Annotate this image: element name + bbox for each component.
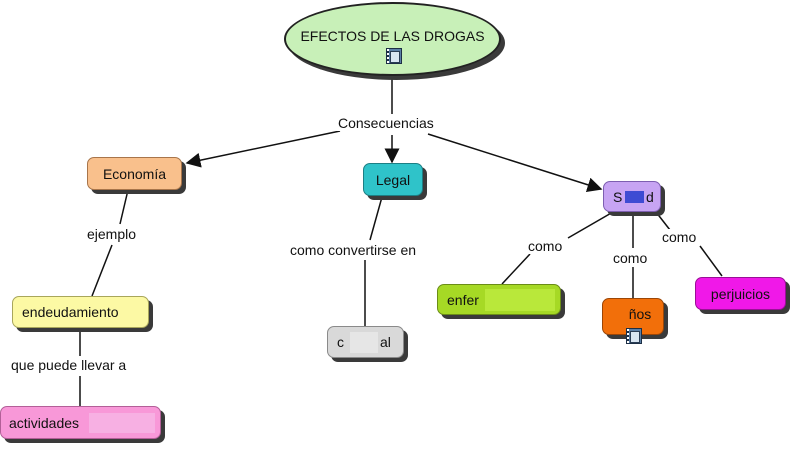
link-label-como-3: como [659,229,700,245]
arrow-to-salud [427,133,603,193]
arrow-to-economia [185,130,341,168]
node-danos[interactable]: ños [602,298,664,344]
link-label-consecuencias: Consecuencias [335,115,437,131]
line-como1-enfermedades [501,253,531,285]
link-label-que-puede-llevar-a: que puede llevar a [8,357,130,373]
node-legal[interactable]: Legal [363,163,423,196]
node-ilegal-label-end: al [380,334,391,350]
node-salud-label-start: S [613,188,623,205]
link-label-ejemplo: ejemplo [84,226,140,242]
node-danos-label: ños [628,305,652,322]
node-economia[interactable]: Economía [87,157,182,190]
node-perjuicios[interactable]: perjuicios [695,277,786,310]
node-enfermedades-label: enfer [447,291,479,308]
node-legal-label: Legal [375,171,411,188]
link-label-como-1: como [525,238,566,254]
line-legal-label [369,196,383,241]
obscured-text-block [89,413,155,433]
node-ilegal-label-start: c [337,334,344,350]
obscured-text-block [350,332,378,353]
line-salud-como1 [567,211,614,239]
root-concept[interactable]: EFECTOS DE LAS DROGAS [284,2,501,76]
film-clip-icon[interactable] [386,48,402,64]
node-ilegal[interactable]: c al [327,326,404,358]
node-endeudamiento-label: endeudamiento [22,304,119,320]
line-economia-ejemplo [119,189,129,225]
node-perjuicios-label: perjuicios [710,285,771,302]
node-salud-label-end: d [646,188,654,205]
node-endeudamiento[interactable]: endeudamiento [12,296,149,328]
line-ejemplo-endeudamiento [91,244,113,297]
line-salud-como3 [655,211,671,231]
link-label-como-2: como [610,250,651,266]
link-label-como-convertirse-en: como convertirse en [287,242,420,258]
node-actividades[interactable]: actividades [0,406,161,439]
node-enfermedades[interactable]: enfer [437,284,561,315]
node-salud[interactable]: S d [603,181,661,212]
node-actividades-label: actividades [9,414,80,431]
root-title: EFECTOS DE LAS DROGAS [300,28,485,44]
film-clip-icon[interactable] [626,328,642,344]
line-como3-perjuicios [699,245,723,277]
obscured-text-block [625,191,644,203]
obscured-text-block [485,289,555,311]
node-economia-label: Economía [102,165,167,182]
